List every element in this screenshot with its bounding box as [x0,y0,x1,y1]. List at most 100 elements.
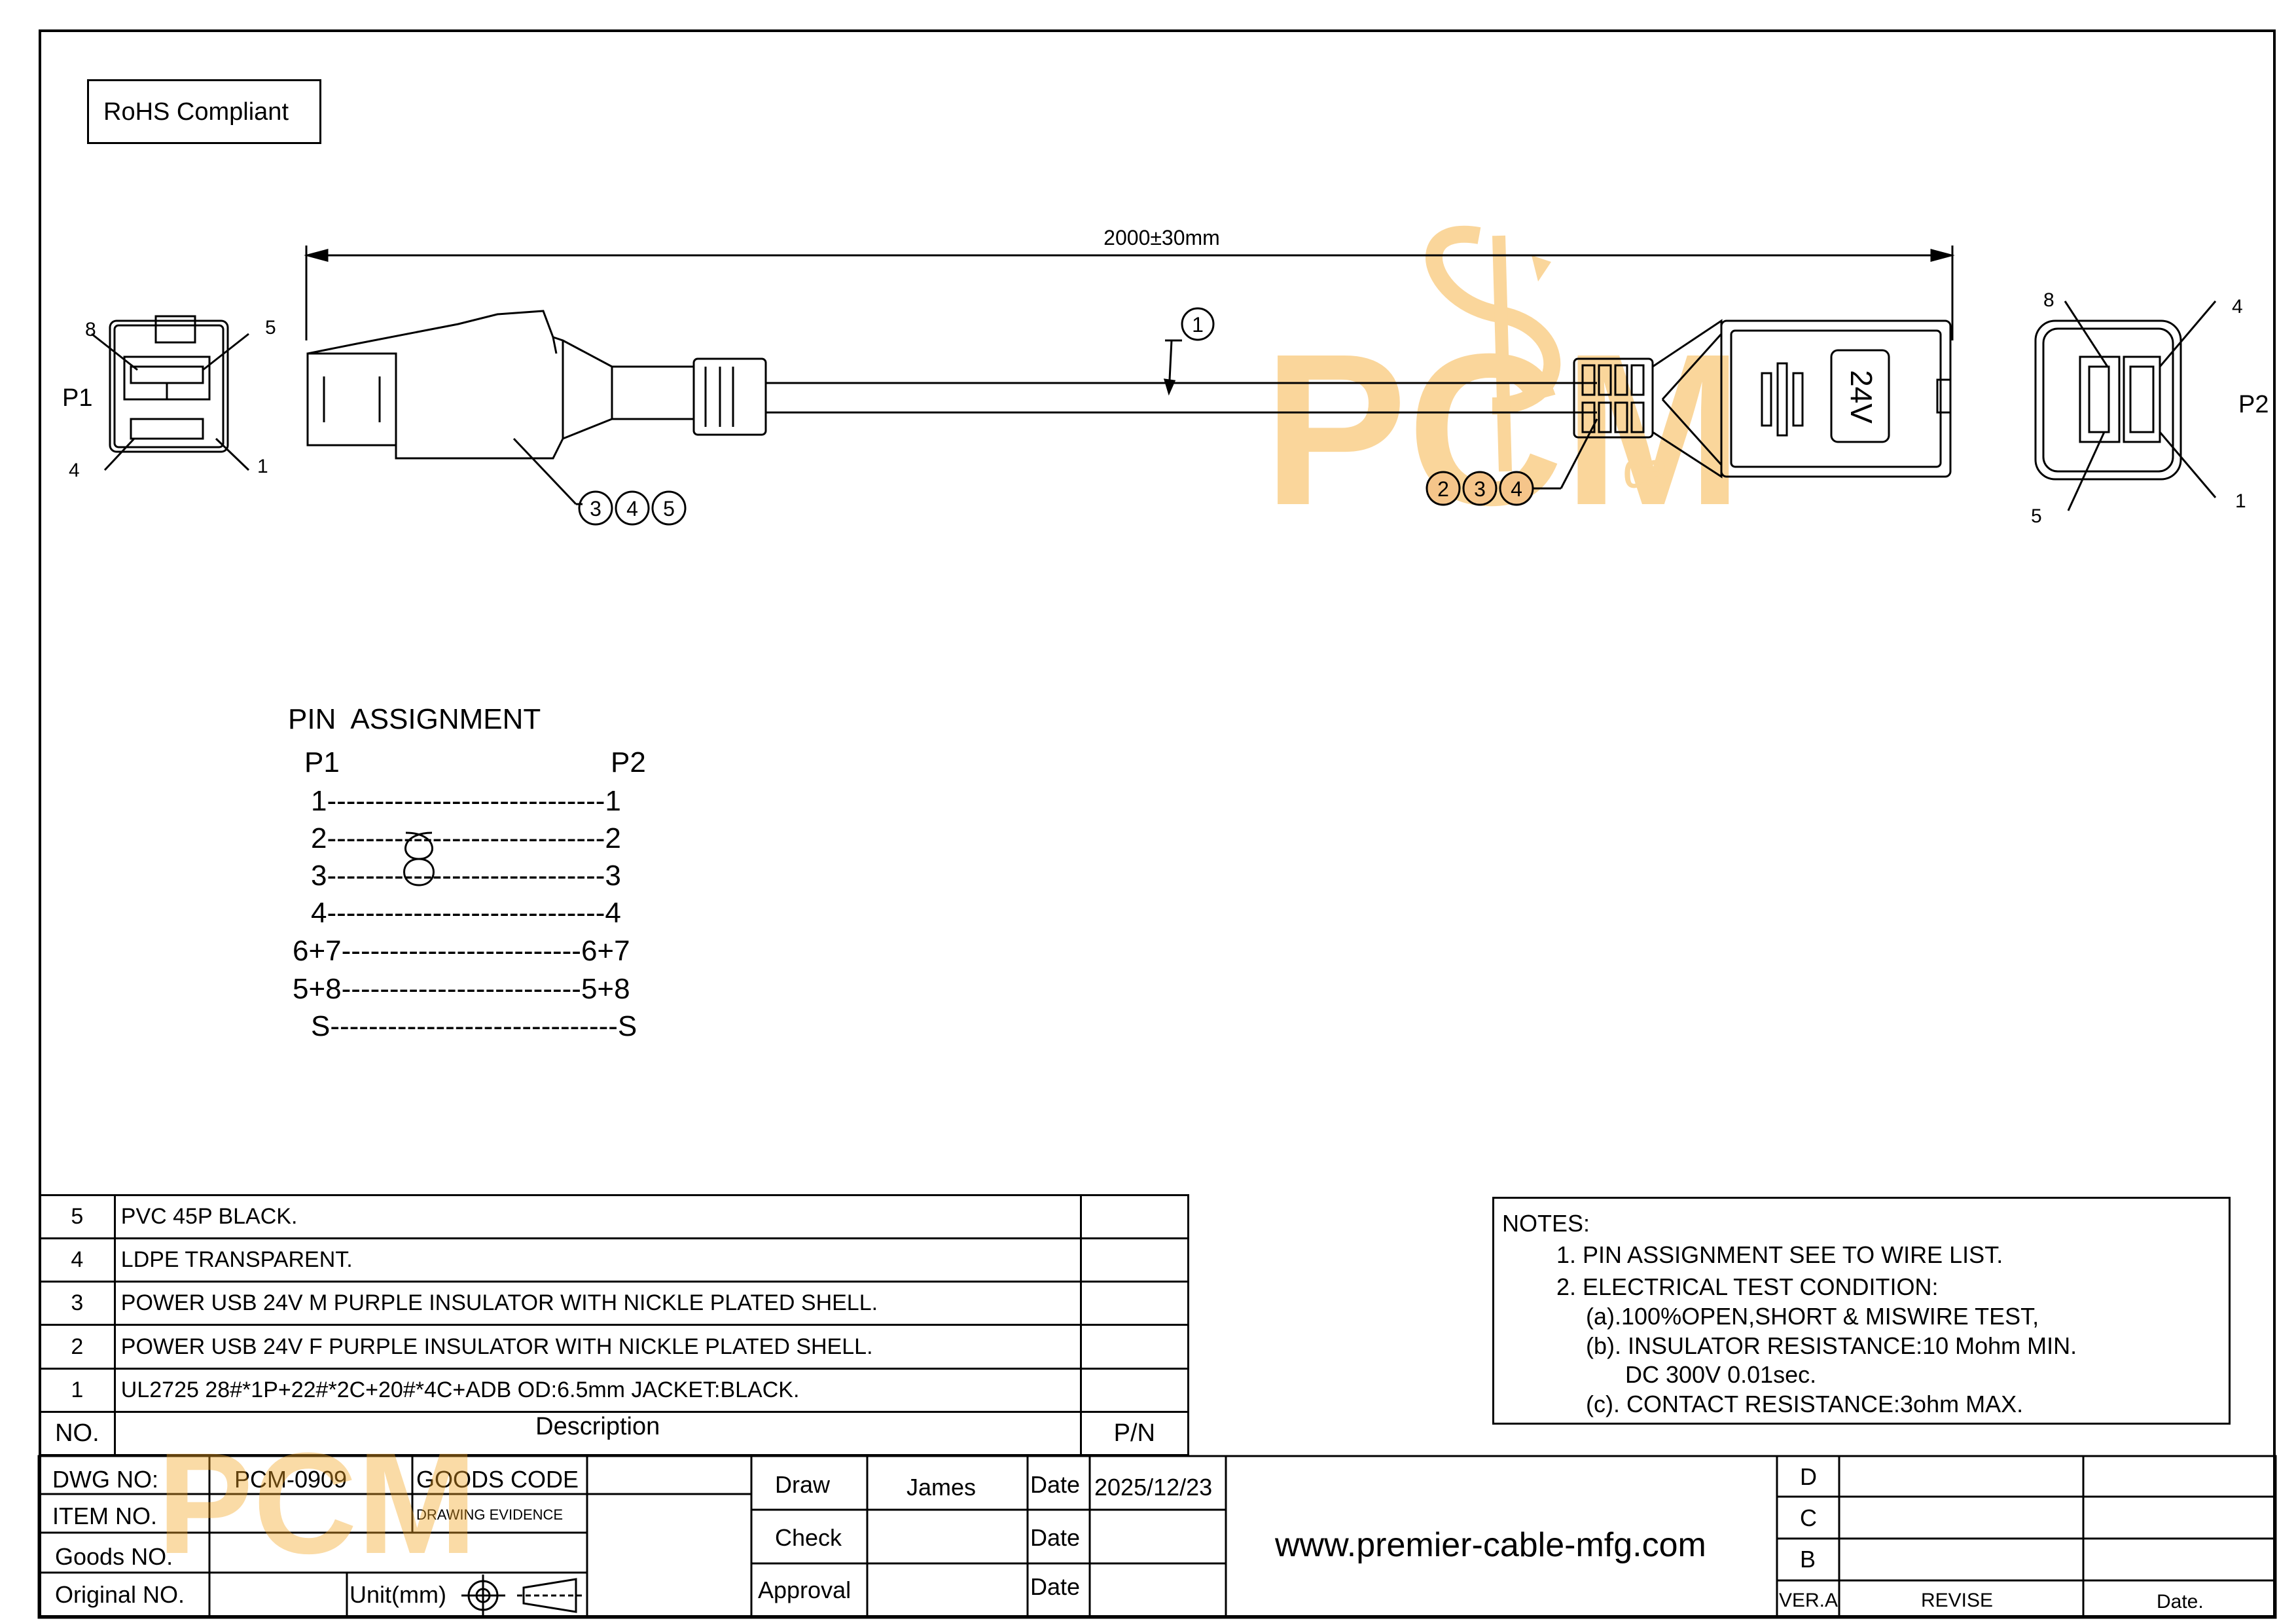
p1-balloons [578,490,687,526]
pin-row: S------------------------------S [311,1010,637,1042]
draw-label: Draw [775,1471,831,1498]
bom-row: 2 POWER USB 24V F PURPLE INSULATOR WITH … [39,1324,1190,1370]
check-label: Check [775,1524,842,1551]
p2-pin-8: 8 [2043,289,2054,311]
draw-date-value: 2025/12/23 [1094,1474,1213,1501]
drawing-evidence-label: DRAWING EVIDENCE [416,1506,564,1523]
watermark-text: PCM [1263,308,1743,550]
item-no-label: ITEM NO. [52,1503,157,1529]
p2-pin-4: 4 [2232,296,2243,318]
rev-row-c: C [1800,1504,1817,1531]
pcm-watermark: PCM 03 [1263,225,1743,550]
rev-row-b: B [1800,1546,1816,1573]
bom-description: PVC 45P BLACK. [113,1194,1082,1240]
bom-description: POWER USB 24V F PURPLE INSULATOR WITH NI… [113,1324,1082,1370]
bom-no: 4 [39,1237,116,1283]
approval-date-label: Date [1030,1573,1081,1600]
p2-socket [1573,319,1952,479]
bom-no: 1 [39,1367,116,1413]
bom-pn [1079,1281,1190,1326]
bom-pn [1079,1324,1190,1370]
website-label: www.premier-cable-mfg.com [1275,1526,1706,1564]
pin-row: 6+7-------------------------6+7 [293,935,630,967]
pin-assignment-title: PIN ASSIGNMENT [288,703,541,735]
pin-col-p2: P2 [611,746,646,778]
dwg-no-value: PCM-0909 [234,1466,348,1493]
bom-table: 5 PVC 45P BLACK. 4 LDPE TRANSPARENT. 3 P… [39,1194,1190,1457]
draw-date-label: Date [1030,1471,1081,1498]
p1-balloon-4: 4 [626,497,638,520]
p2-balloons [1426,418,1598,506]
rohs-badge: RoHS Compliant [87,79,321,144]
bom-pn [1079,1194,1190,1240]
p1-pin-4: 4 [69,460,80,481]
twisted-pair-symbol [403,831,435,886]
goods-no-label: Goods NO. [55,1543,173,1570]
ver-label: VER.A [1779,1590,1839,1611]
approval-label: Approval [758,1577,852,1603]
notes-line: 2. ELECTRICAL TEST CONDITION: [1556,1273,1939,1300]
p2-label: P2 [2238,391,2269,418]
p1-plug [306,310,1597,505]
p1-label: P1 [62,384,92,412]
notes-title: NOTES: [1502,1210,1590,1237]
unit-label: Unit(mm) [350,1581,446,1608]
bom-description: POWER USB 24V M PURPLE INSULATOR WITH NI… [113,1281,1082,1326]
bom-description: LDPE TRANSPARENT. [113,1237,1082,1283]
bom-header-row: NO. Description P/N [39,1410,1190,1457]
bom-row: 4 LDPE TRANSPARENT. [39,1237,1190,1283]
p1-balloon-5: 5 [663,497,675,520]
bom-header-pn: P/N [1079,1410,1190,1457]
notes-box: NOTES: 1. PIN ASSIGNMENT SEE TO WIRE LIS… [1492,1197,2231,1425]
callout-cable [1163,307,1215,396]
bom-no: 5 [39,1194,116,1240]
revise-label: REVISE [1921,1590,1994,1611]
pin-row: 4-----------------------------4 [311,897,621,929]
cable-drawing: PCM 03 2000±30mm P1 8 5 4 1 [62,225,2269,550]
rev-row-d: D [1800,1463,1817,1490]
notes-line: DC 300V 0.01sec. [1625,1361,1817,1388]
dimension-label: 2000±30mm [1103,226,1220,249]
bom-pn [1079,1367,1190,1413]
p2-balloon-3: 3 [1474,477,1486,501]
p2-pin-5: 5 [2031,505,2042,527]
callout-1-number: 1 [1192,313,1204,337]
bom-no: 3 [39,1281,116,1326]
p1-pin-5: 5 [265,317,276,338]
pin-row: 3-----------------------------3 [311,860,621,892]
goods-code-label: GOODS CODE [416,1466,579,1493]
dwg-no-label: DWG NO: [52,1466,158,1493]
p2-balloon-2: 2 [1437,477,1449,501]
bom-pn [1079,1237,1190,1283]
notes-line: (a).100%OPEN,SHORT & MISWIRE TEST, [1586,1303,2039,1330]
original-no-label: Original NO. [55,1581,185,1608]
p2-face-view [2034,301,2217,511]
bom-row: 5 PVC 45P BLACK. [39,1194,1190,1240]
bom-no: 2 [39,1324,116,1370]
notes-line: 1. PIN ASSIGNMENT SEE TO WIRE LIST. [1556,1241,2003,1268]
p1-balloon-3: 3 [590,497,601,520]
p2-balloon-4: 4 [1511,477,1522,501]
socket-24v-marking: 24V [1844,370,1878,424]
pin-row: 5+8-------------------------5+8 [293,973,630,1005]
draw-value: James [906,1474,977,1501]
p1-pin-1: 1 [257,456,268,477]
bom-header-no: NO. [39,1410,116,1457]
dimension-line [304,246,1955,340]
drawing-frame [39,29,2276,1618]
pin-row: 2-----------------------------2 [311,822,621,854]
notes-line: (c). CONTACT RESISTANCE:3ohm MAX. [1586,1391,2024,1417]
bom-description: UL2725 28#*1P+22#*2C+20#*4C+ADB OD:6.5mm… [113,1367,1082,1413]
pin-col-p1: P1 [304,746,340,778]
p1-face-view [91,315,250,471]
watermark-number: 03 [1623,452,1667,496]
notes-line: (b). INSULATOR RESISTANCE:10 Mohm MIN. [1586,1332,2077,1359]
p2-pin-1: 1 [2235,490,2246,512]
bom-header-description: Description [113,1410,1082,1457]
rohs-label: RoHS Compliant [103,98,289,126]
bom-row: 1 UL2725 28#*1P+22#*2C+20#*4C+ADB OD:6.5… [39,1367,1190,1413]
pin-row: 1-----------------------------1 [311,785,621,817]
check-date-label: Date [1030,1524,1081,1551]
p1-pin-8: 8 [85,319,96,340]
